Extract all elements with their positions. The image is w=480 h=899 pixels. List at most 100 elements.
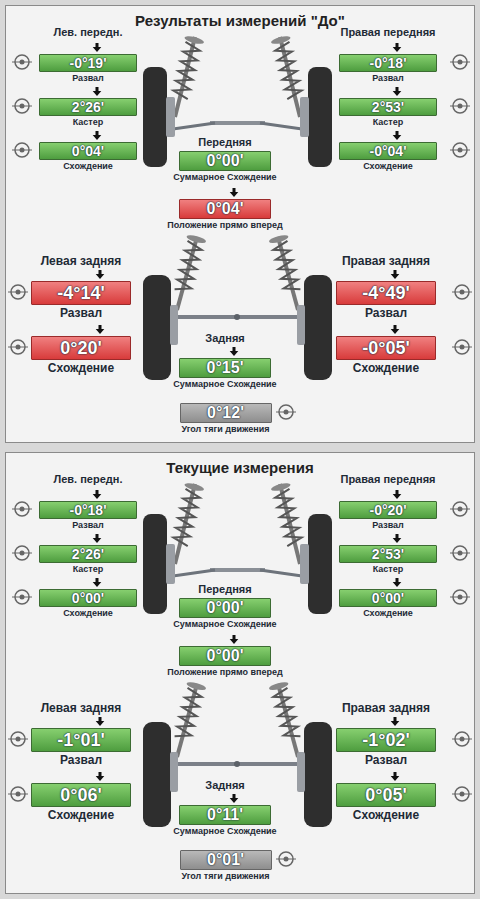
angle-value: -1°01' (31, 728, 131, 752)
angle-value: -0°18' (339, 54, 437, 72)
angle-value: 0°00' (179, 151, 271, 171)
angle-value: -0°19' (39, 54, 137, 72)
value-gauge: -0°04'Схождение (339, 142, 437, 172)
value-gauge: 0°00'Суммарное Схождение (171, 151, 279, 183)
gauge-caption: Суммарное Схождение (171, 379, 279, 390)
value-gauge: 2°26'Кастер (39, 98, 137, 128)
gauge-caption: Суммарное Схождение (171, 172, 279, 183)
suspension-figure (8, 35, 472, 419)
value-gauge: -1°02'Развал (336, 728, 436, 767)
gauge-caption: Развал (39, 73, 137, 84)
gauge-caption: Схождение (39, 608, 137, 619)
axle-heading: Передняя (198, 583, 251, 596)
axle-heading: Правая задняя (342, 701, 430, 715)
angle-value: 0°00' (179, 598, 271, 618)
angle-value: -4°14' (31, 281, 131, 305)
angle-value: 0°00' (339, 589, 437, 607)
gauge-caption: Схождение (339, 161, 437, 172)
value-gauge: 0°00'Схождение (339, 589, 437, 619)
gauge-caption: Развал (339, 520, 437, 531)
gauge-caption: Положение прямо вперед (165, 220, 285, 231)
gauge-caption: Схождение (336, 361, 436, 375)
angle-value: 0°12' (180, 403, 272, 423)
angle-value: -0°20' (339, 501, 437, 519)
value-gauge: -0°05'Схождение (336, 336, 436, 375)
panel-ground (5, 452, 475, 894)
angle-value: 0°01' (180, 850, 272, 870)
value-gauge: 0°11'Суммарное Схождение (171, 805, 279, 837)
angle-value: 0°00' (179, 646, 271, 666)
angle-value: 0°20' (31, 336, 131, 360)
angle-value: 0°11' (179, 805, 271, 825)
angle-value: 0°04' (39, 142, 137, 160)
value-gauge: 0°00'Положение прямо вперед (165, 646, 285, 678)
value-gauge: 0°06'Схождение (31, 783, 131, 822)
gauge-caption: Развал (336, 753, 436, 767)
axle-heading: Левая задняя (41, 701, 122, 715)
value-gauge: -4°49'Развал (336, 281, 436, 320)
gauge-caption: Положение прямо вперед (165, 667, 285, 678)
gauge-caption: Кастер (39, 564, 137, 575)
suspension-figure (8, 482, 472, 866)
angle-value: -0°18' (39, 501, 137, 519)
value-gauge: -0°20'Развал (339, 501, 437, 531)
angle-value: -0°04' (339, 142, 437, 160)
angle-value: 2°53' (339, 98, 437, 116)
value-gauge: 0°05'Схождение (336, 783, 436, 822)
axle-heading: Лев. передн. (54, 26, 123, 39)
gauge-caption: Кастер (39, 117, 137, 128)
angle-value: 0°00' (39, 589, 137, 607)
value-gauge: 0°04'Положение прямо вперед (165, 199, 285, 231)
value-gauge: 0°20'Схождение (31, 336, 131, 375)
gauge-caption: Кастер (339, 564, 437, 575)
value-gauge: -0°18'Развал (339, 54, 437, 84)
axle-heading: Лев. передн. (54, 473, 123, 486)
gauge-caption: Развал (339, 73, 437, 84)
value-gauge: 2°53'Кастер (339, 545, 437, 575)
value-gauge: 0°04'Схождение (39, 142, 137, 172)
axle-heading: Правая передняя (340, 473, 435, 486)
value-gauge: -4°14'Развал (31, 281, 131, 320)
gauge-caption: Развал (31, 753, 131, 767)
angle-value: -4°49' (336, 281, 436, 305)
axle-heading: Задняя (205, 779, 244, 792)
angle-value: -1°02' (336, 728, 436, 752)
gauge-caption: Угол тяги движения (179, 424, 272, 435)
value-gauge: 2°53'Кастер (339, 98, 437, 128)
gauge-caption: Развал (336, 306, 436, 320)
value-gauge: -1°01'Развал (31, 728, 131, 767)
measurement-panel: -0°19'Развал-0°18'Развал2°26'Кастер2°53'… (5, 5, 475, 443)
value-gauge: -0°18'Развал (39, 501, 137, 531)
gauge-caption: Кастер (339, 117, 437, 128)
angle-value: 2°53' (339, 545, 437, 563)
value-gauge: 0°00'Суммарное Схождение (171, 598, 279, 630)
axle-heading: Левая задняя (41, 254, 122, 268)
angle-value: -0°05' (336, 336, 436, 360)
measurement-panel: -0°18'Развал-0°20'Развал2°26'Кастер2°53'… (5, 452, 475, 894)
value-gauge: 0°12'Угол тяги движения (179, 403, 272, 435)
gauge-caption: Схождение (339, 608, 437, 619)
angle-value: 2°26' (39, 545, 137, 563)
angle-value: 0°06' (31, 783, 131, 807)
axle-heading: Правая передняя (340, 26, 435, 39)
gauge-caption: Суммарное Схождение (171, 826, 279, 837)
gauge-caption: Схождение (31, 361, 131, 375)
axle-heading: Правая задняя (342, 254, 430, 268)
value-gauge: 0°01'Угол тяги движения (179, 850, 272, 882)
axle-heading: Задняя (205, 332, 244, 345)
angle-value: 0°05' (336, 783, 436, 807)
gauge-caption: Схождение (39, 161, 137, 172)
angle-value: 2°26' (39, 98, 137, 116)
value-gauge: 2°26'Кастер (39, 545, 137, 575)
axle-heading: Передняя (198, 136, 251, 149)
value-gauge: -0°19'Развал (39, 54, 137, 84)
angle-value: 0°15' (179, 358, 271, 378)
value-gauge: 0°15'Суммарное Схождение (171, 358, 279, 390)
gauge-caption: Развал (39, 520, 137, 531)
gauge-caption: Развал (31, 306, 131, 320)
gauge-caption: Схождение (31, 808, 131, 822)
gauge-caption: Суммарное Схождение (171, 619, 279, 630)
gauge-caption: Схождение (336, 808, 436, 822)
gauge-caption: Угол тяги движения (179, 871, 272, 882)
